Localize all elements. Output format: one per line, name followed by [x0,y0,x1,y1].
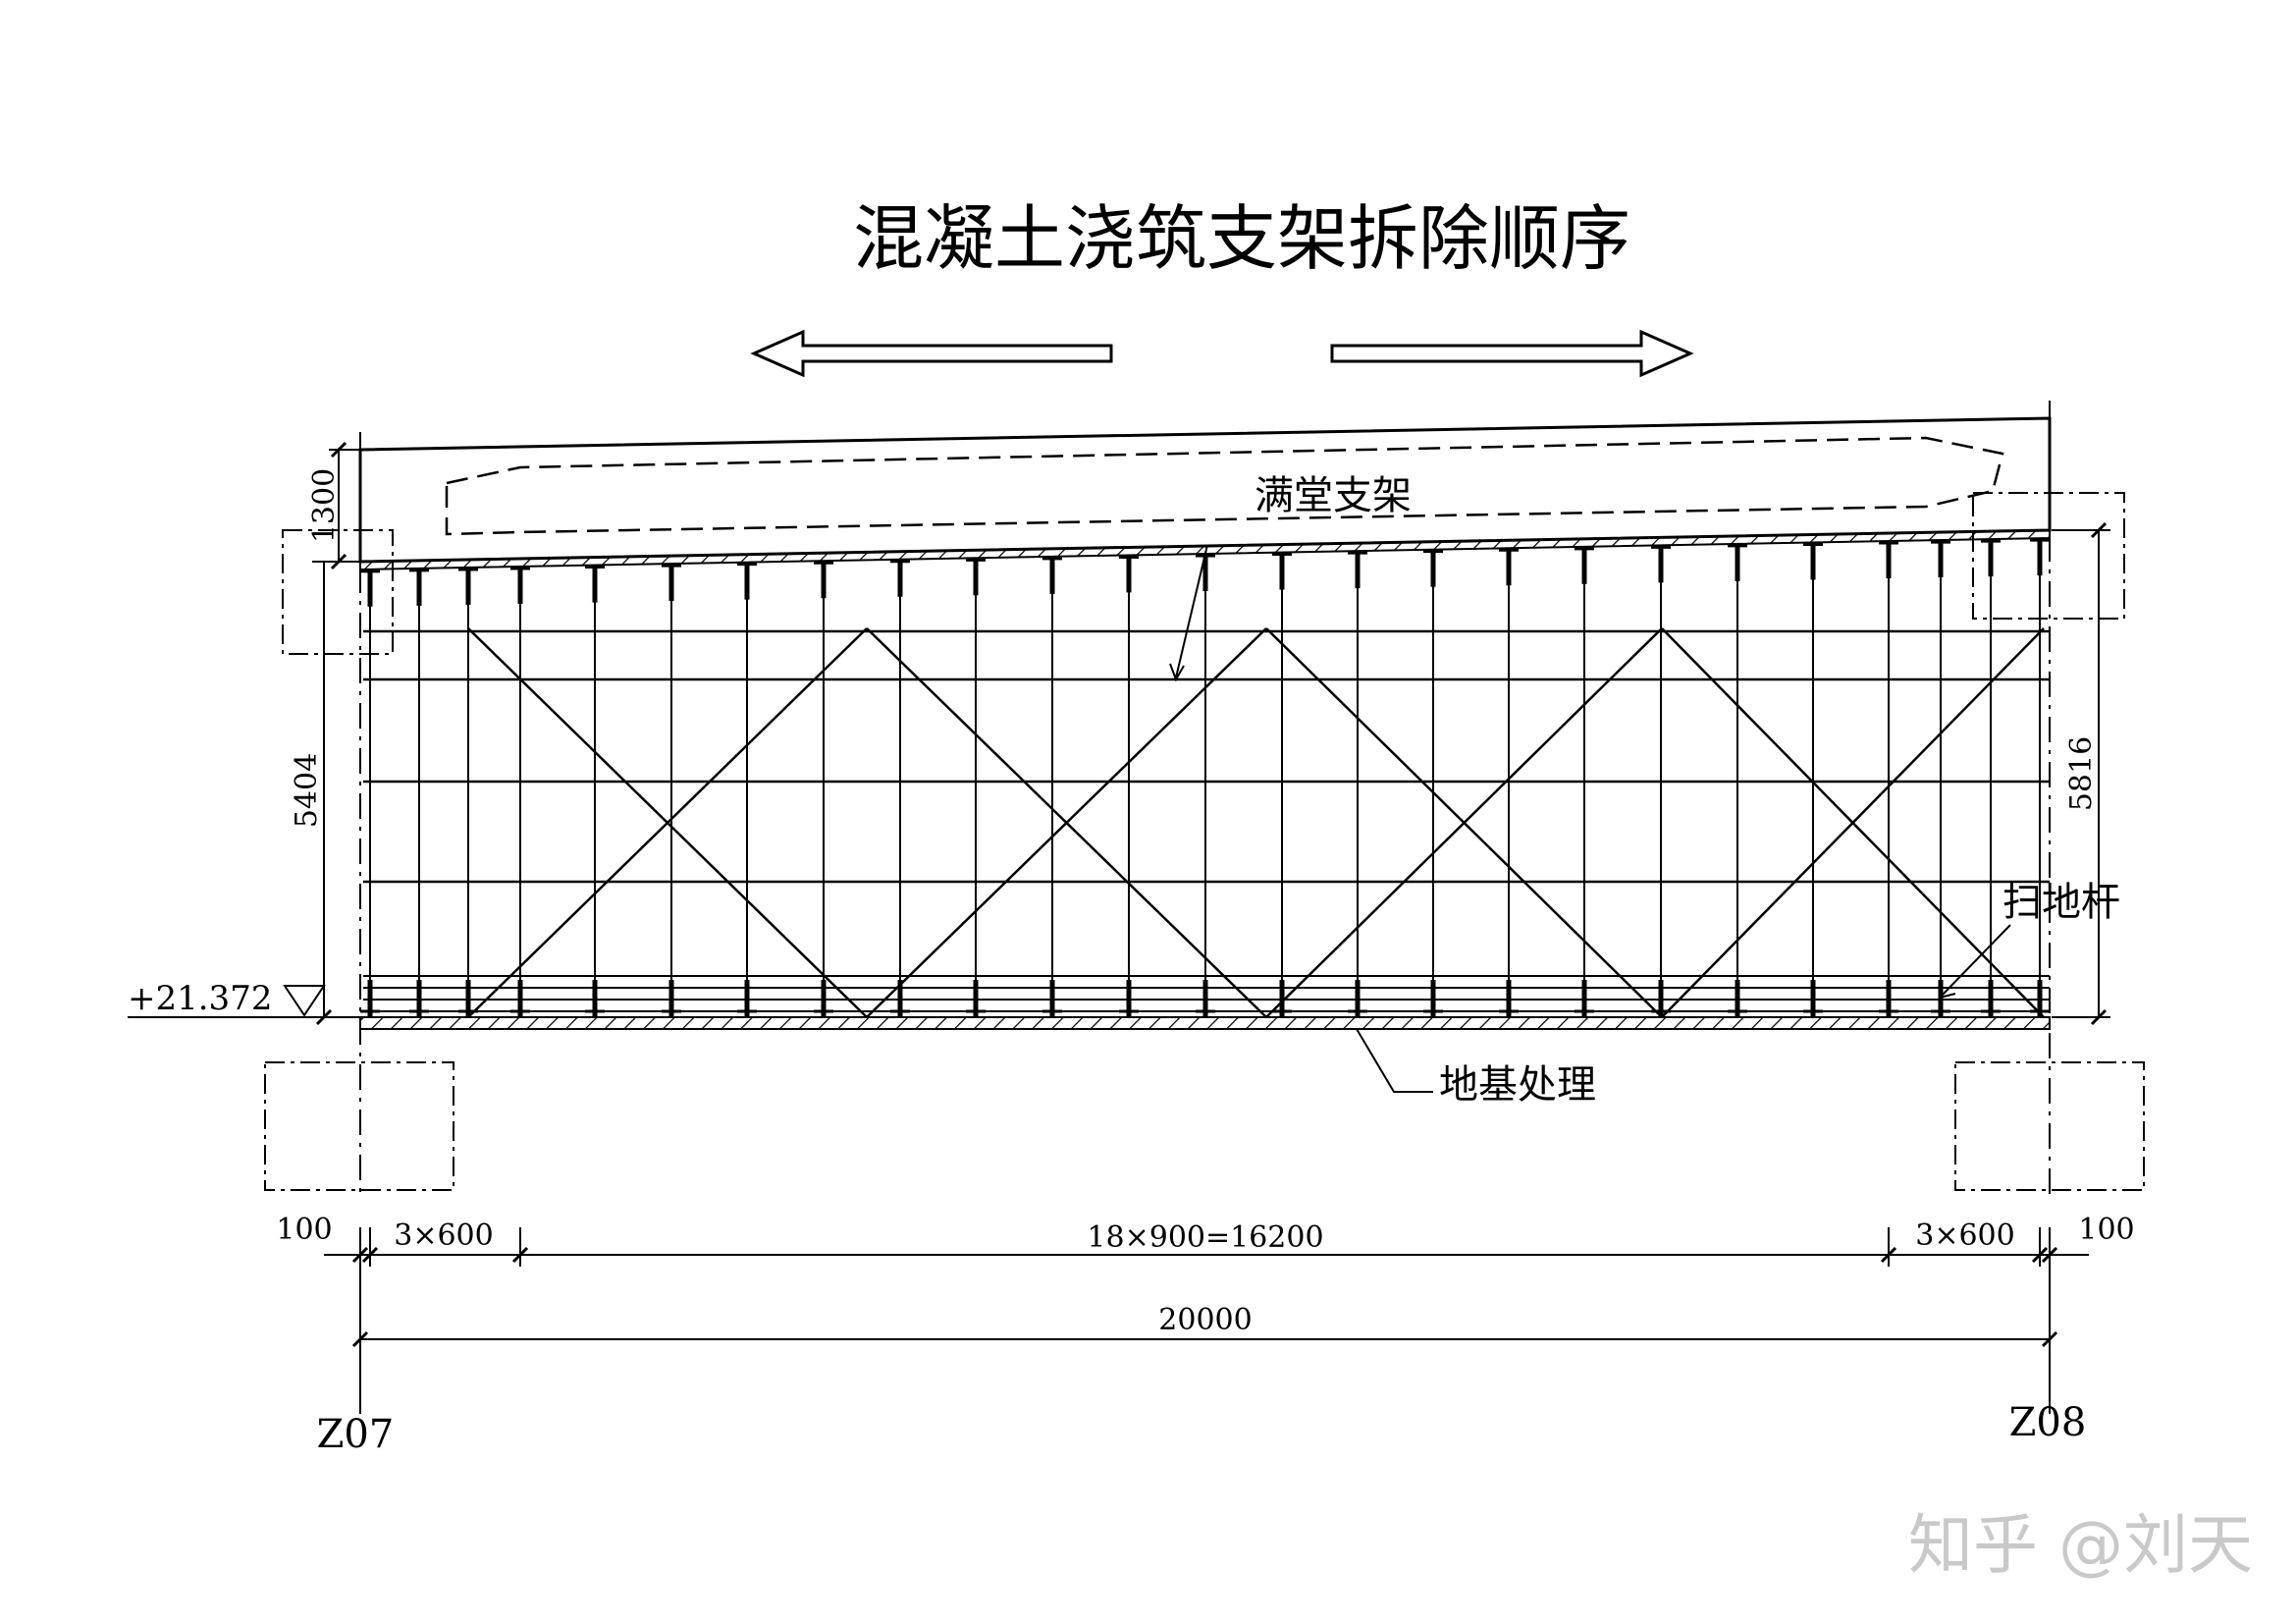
drawing-title: 混凝土浇筑支架拆除顺序 [853,197,1630,280]
diagonal-brace [866,627,1267,1018]
left-direction-arrow [750,329,1113,378]
dim-middle-span: 18×900=16200 [1087,1220,1323,1255]
pier-label-right: Z08 [2009,1400,2087,1445]
dimension-lines [312,449,2110,1414]
dim-total: 20000 [1158,1303,1252,1337]
sweep-rod-label: 扫地杆 [2002,880,2120,925]
elevation-marker [128,985,360,1018]
dim-left-span: 3×600 [394,1218,493,1253]
watermark: 知乎 @刘天 [1908,1507,2253,1583]
dim-right-offset: 100 [2078,1213,2134,1247]
dim-left-height: 5404 [290,753,324,828]
diagonal-brace [467,627,868,1018]
pier-centerlines [359,401,2051,1198]
leader-lines [1169,544,2011,1093]
dim-left-offset: 100 [276,1213,332,1247]
right-direction-arrow [1330,329,1694,378]
dim-right-height: 5816 [2064,736,2099,811]
dimension-ticks [315,441,2108,1348]
ground-treatment [359,1016,2051,1030]
foundation-label: 地基处理 [1439,1062,1596,1108]
dim-right-span: 3×600 [1915,1218,2014,1253]
pier-label-left: Z07 [317,1412,395,1457]
diagonal-brace [1265,627,1663,1018]
full-support-label: 满堂支架 [1255,473,1412,518]
elevation-label: +21.372 [128,979,272,1018]
dim-top-left-height: 1300 [307,468,342,543]
diagonal-brace [1661,627,2045,1018]
scaffold-frame [360,538,2050,1018]
